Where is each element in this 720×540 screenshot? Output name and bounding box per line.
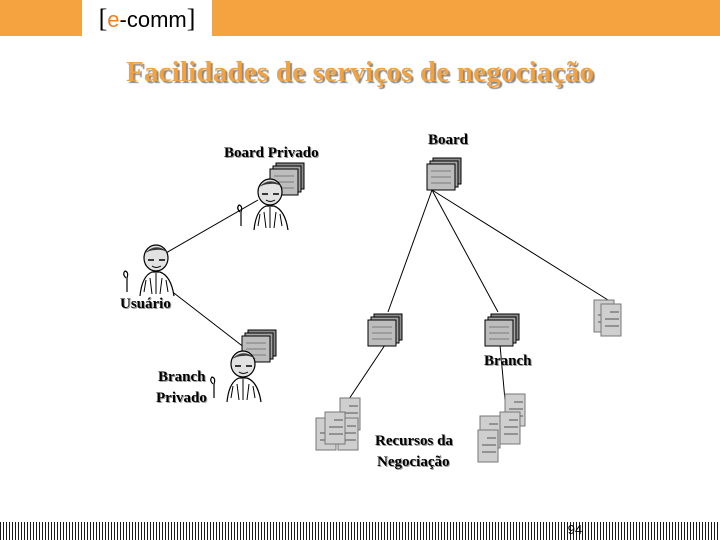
line-branch-recursos-left bbox=[344, 344, 386, 406]
page-icon bbox=[477, 429, 499, 463]
footer-barcode-strip bbox=[0, 522, 720, 540]
label-branch-privado-line2: Privado bbox=[156, 390, 207, 406]
label-branch: Branch bbox=[484, 353, 532, 369]
header-bar-left bbox=[0, 0, 82, 36]
label-recursos-line1: Recursos da bbox=[375, 433, 453, 449]
label-board: Board bbox=[428, 132, 469, 148]
page-number: 94 bbox=[567, 522, 583, 537]
label-usuario: Usuário bbox=[120, 296, 171, 312]
page-icon bbox=[324, 411, 346, 445]
page-icon bbox=[499, 411, 521, 445]
page-title: Facilidades de serviços de negociação bbox=[125, 56, 595, 88]
connector-lines bbox=[144, 189, 609, 406]
line-board-branch-left bbox=[387, 189, 433, 313]
usuario-user-icon bbox=[123, 244, 175, 297]
label-branch-privado-line1: Branch bbox=[158, 369, 206, 385]
line-usuario-branch-privado bbox=[169, 289, 246, 349]
board-documents-icon bbox=[426, 157, 462, 191]
line-board-recursos-far bbox=[431, 189, 609, 301]
header-bar-right bbox=[212, 0, 720, 36]
board-privado-user-icon bbox=[237, 178, 289, 231]
line-board-branch-right bbox=[431, 189, 499, 313]
label-board-privado: Board Privado bbox=[224, 145, 319, 161]
brand-logo: [e-comm] bbox=[98, 4, 196, 33]
branch-privado-user-icon bbox=[210, 350, 262, 403]
recursos-page-icons bbox=[315, 299, 622, 463]
branch-documents-icon bbox=[367, 313, 403, 347]
page-icon bbox=[600, 303, 622, 337]
line-branch-recursos-right bbox=[499, 344, 506, 401]
label-recursos-line2: Negociação bbox=[377, 454, 450, 470]
branch-documents-icon bbox=[484, 313, 520, 347]
